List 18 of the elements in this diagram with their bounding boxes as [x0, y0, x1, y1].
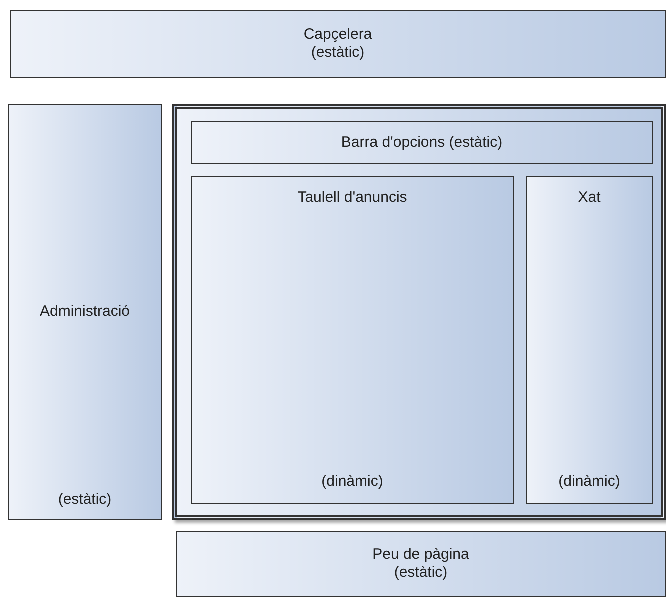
section-label: Peu de pàgina: [372, 546, 470, 564]
layout-section: [10, 10, 666, 78]
section-label: Capçelera: [304, 26, 372, 44]
container-panel: [172, 104, 666, 520]
section-label: Taulell d'anuncis: [298, 189, 408, 207]
section-label: (estàtic): [311, 44, 365, 62]
section-label: Xat: [578, 189, 601, 207]
section-label: (estàtic): [394, 564, 448, 582]
layout-section: [191, 121, 653, 164]
section-label: (dinàmic): [558, 473, 620, 491]
layout-section: [8, 104, 162, 520]
section-label: Barra d'opcions (estàtic): [341, 134, 503, 152]
section-label: Administració: [40, 303, 130, 321]
layout-section: [176, 531, 666, 597]
section-label: (estàtic): [58, 491, 112, 509]
layout-section: [526, 176, 653, 504]
layout-section: [191, 176, 514, 504]
section-label: (dinàmic): [322, 473, 384, 491]
